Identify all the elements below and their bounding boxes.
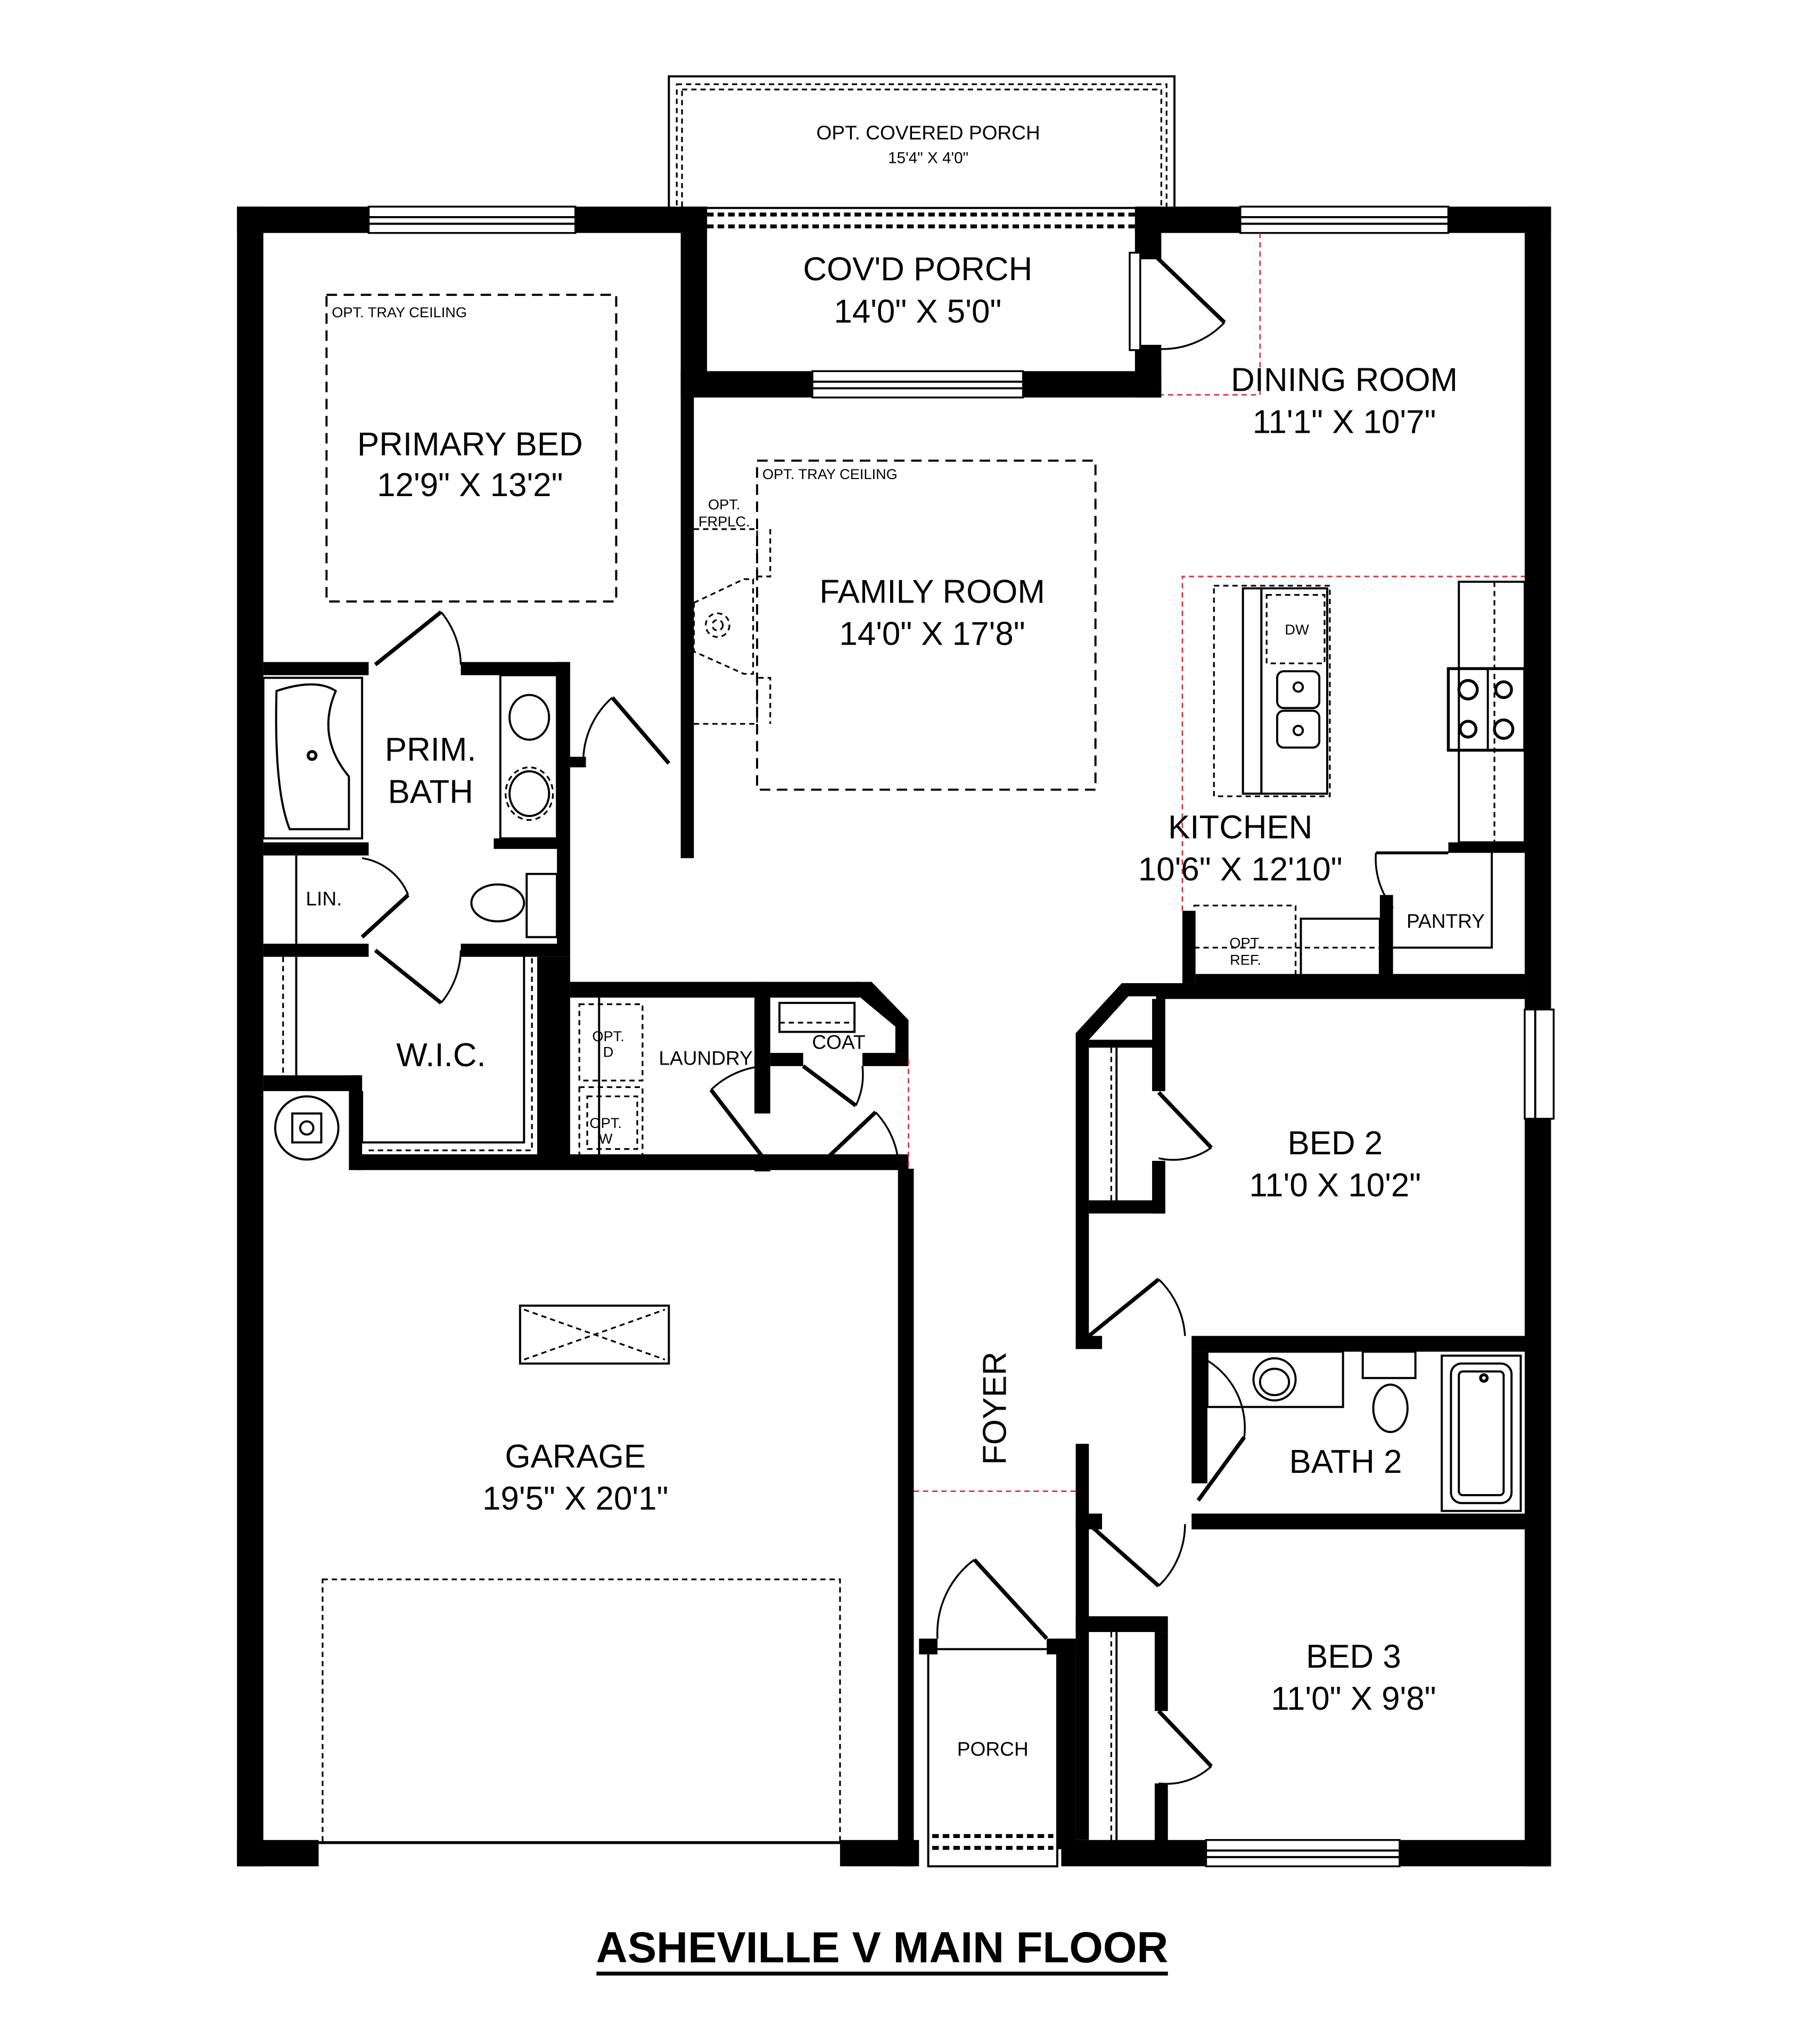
laundry-label: LAUNDRY <box>659 1046 753 1069</box>
water-heater-icon <box>274 1095 340 1161</box>
opt-dryer-label-2: D <box>603 1044 614 1060</box>
opt-washer-label-2: W <box>599 1131 613 1147</box>
linen-closet: LIN. <box>295 855 342 944</box>
windows <box>367 205 1555 1867</box>
dishwasher-label: DW <box>1285 621 1309 638</box>
plan-title-text: ASHEVILLE V MAIN FLOOR <box>596 1924 1168 1972</box>
bed3-room: BED 3 11'0" X 9'8" <box>1110 1632 1436 1840</box>
bed2-label: BED 2 <box>1287 1125 1383 1162</box>
primary-tray-ceiling-note: OPT. TRAY CEILING <box>332 304 467 320</box>
family-room-size: 14'0" X 17'8" <box>839 616 1025 653</box>
wic-room: W.I.C. <box>274 957 533 1161</box>
pantry-room: PANTRY <box>1393 853 1493 949</box>
linen-label: LIN. <box>306 887 342 910</box>
kitchen-label: KITCHEN <box>1168 809 1312 846</box>
family-room-label: FAMILY ROOM <box>819 573 1045 610</box>
toilet-icon <box>470 872 558 938</box>
pantry-label: PANTRY <box>1407 910 1485 932</box>
covd-porch-size: 14'0" X 5'0" <box>834 293 1001 330</box>
plan-title: ASHEVILLE V MAIN FLOOR <box>596 1924 1168 1976</box>
opt-covered-porch-label: OPT. COVERED PORCH <box>816 121 1040 144</box>
attic-access-icon <box>519 1304 670 1365</box>
opt-dryer-label-1: OPT. <box>592 1028 624 1044</box>
opt-ref-label-2: REF. <box>1230 951 1261 968</box>
wic-label: W.I.C. <box>396 1037 486 1074</box>
prim-bath-label-2: BATH <box>388 773 473 810</box>
coat-closet: COAT <box>778 1002 866 1053</box>
dining-room-label: DINING ROOM <box>1231 361 1458 398</box>
primary-bed-label: PRIMARY BED <box>357 426 583 463</box>
bed3-size: 11'0" X 9'8" <box>1271 1680 1436 1717</box>
bath2-label: BATH 2 <box>1289 1444 1402 1480</box>
garage-door-outline <box>322 1578 841 1844</box>
foyer-area: FOYER <box>908 1059 1076 1492</box>
bath2-tub-icon <box>1441 1354 1522 1512</box>
porch-label: PORCH <box>957 1737 1029 1760</box>
fireplace-label-2: FRPLC. <box>698 513 750 530</box>
opt-washer-label-1: OPT. <box>589 1115 621 1131</box>
range-icon <box>1446 667 1526 752</box>
bed3-label: BED 3 <box>1306 1638 1401 1675</box>
bath2-sink-icon <box>1252 1357 1297 1402</box>
laundry-room: OPT. D OPT. W LAUNDRY <box>578 998 753 1157</box>
tub-icon <box>262 677 364 840</box>
garage-size: 19'5" X 20'1" <box>482 1480 668 1517</box>
dining-room: DINING ROOM 11'1" X 10'7" <box>1161 233 1458 441</box>
coat-label: COAT <box>812 1031 865 1053</box>
bed2-room: BED 2 11'0 X 10'2" <box>1110 1048 1421 1204</box>
garage-room: GARAGE 19'5" X 20'1" <box>318 1304 841 1844</box>
prim-bath-label-1: PRIM. <box>385 731 476 768</box>
primary-bed-room: OPT. TRAY CEILING PRIMARY BED 12'9" X 13… <box>325 293 618 603</box>
bed2-size: 11'0 X 10'2" <box>1249 1167 1421 1204</box>
exterior-walls <box>237 207 1551 1867</box>
covd-porch-room: COV'D PORCH 14'0" X 5'0" <box>803 251 1032 330</box>
interior-walls <box>263 391 1525 1867</box>
opt-covered-porch: OPT. COVERED PORCH 15'4" X 4'0" <box>668 75 1176 209</box>
kitchen-room: DW KITCHEN 10'6" X 12'10" OPT. REF. <box>1138 575 1526 986</box>
prim-bath-room: PRIM. BATH <box>262 674 558 938</box>
fireplace-icon: OPT. FRPLC. <box>693 496 771 725</box>
garage-label: GARAGE <box>505 1438 646 1475</box>
bath2-toilet-icon <box>1361 1350 1417 1433</box>
bath2-room: BATH 2 <box>1206 1350 1522 1512</box>
covd-porch-label: COV'D PORCH <box>803 251 1032 288</box>
family-room: OPT. TRAY CEILING FAMILY ROOM 14'0" X 17… <box>693 459 1097 791</box>
vanity-sink-icon <box>505 694 554 821</box>
sink-icon <box>1276 670 1321 749</box>
opt-covered-porch-size: 15'4" X 4'0" <box>888 150 968 167</box>
foyer-label: FOYER <box>977 1351 1014 1465</box>
dining-room-size: 11'1" X 10'7" <box>1253 404 1436 441</box>
fireplace-label-1: OPT. <box>708 496 740 513</box>
kitchen-size: 10'6" X 12'10" <box>1138 851 1343 888</box>
opt-ref-label-1: OPT. <box>1229 934 1261 951</box>
front-porch: PORCH <box>927 1648 1058 1868</box>
family-tray-ceiling-note: OPT. TRAY CEILING <box>762 466 898 482</box>
doors <box>360 252 1449 1785</box>
primary-bed-size: 12'9" X 13'2" <box>377 467 563 504</box>
